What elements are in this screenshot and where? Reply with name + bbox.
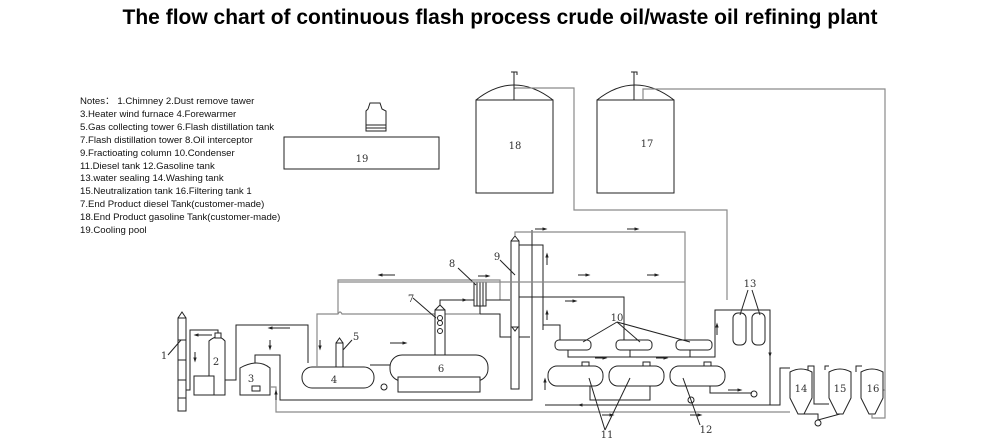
notes-legend: Notes： 1.Chimney 2.Dust remove tawer 3.H…: [80, 96, 280, 238]
pipe: [567, 309, 728, 358]
dust-remove-tower: 2: [193, 332, 226, 396]
end-product-gasoline-tank: 18: [475, 71, 554, 194]
note-line: 5.Gas collecting tower 6.Flash distillat…: [80, 121, 275, 133]
note-line: 19.Cooling pool: [80, 225, 147, 237]
pipe: [337, 279, 501, 314]
condenser: 10: [554, 313, 713, 351]
pipe: [709, 386, 752, 394]
label-1: 1: [161, 351, 167, 362]
label-15: 15: [834, 384, 847, 395]
forewarmer: 4: [301, 366, 375, 389]
pipe: [519, 296, 625, 340]
pipe: [480, 313, 530, 338]
water-sealing: 13: [732, 279, 766, 346]
fractionating-column: 9: [494, 235, 520, 390]
label-5: 5: [353, 332, 359, 343]
label-9: 9: [494, 252, 500, 263]
pipe: [770, 367, 790, 406]
note-line: 7.End Product diesel Tank(customer-made): [80, 199, 265, 211]
cooling-pool: 19: [283, 136, 440, 170]
pipe: [439, 299, 474, 305]
note-line: 7.Flash distillation tower 8.Oil interce…: [80, 134, 253, 146]
label-18: 18: [509, 141, 522, 152]
note-line: Notes： 1.Chimney 2.Dust remove tawer: [80, 96, 255, 107]
filtering-tank: 16: [860, 368, 884, 415]
note-line: 11.Diesel tank 12.Gasoline tank: [80, 160, 215, 172]
pump-icon: [750, 390, 758, 398]
pipe: [254, 230, 533, 401]
label-10: 10: [611, 313, 624, 324]
pipe: [514, 87, 728, 300]
diagram-title: The flow chart of continuous flash proce…: [122, 6, 878, 29]
pump-icon: [380, 383, 388, 391]
end-product-diesel-tank: 17: [596, 71, 675, 194]
label-14: 14: [795, 384, 808, 395]
cooling-tower-icon: [365, 102, 387, 132]
label-17: 17: [641, 139, 654, 150]
label-12: 12: [700, 425, 713, 436]
pump-icon: [814, 419, 822, 427]
note-line: 9.Fractioating column 10.Condenser: [80, 147, 235, 159]
pipe: [186, 329, 219, 391]
note-line: 18.End Product gasoline Tank(customer-ma…: [80, 212, 281, 224]
chimney: 1: [161, 311, 187, 412]
label-4: 4: [331, 375, 337, 386]
label-16: 16: [867, 384, 880, 395]
note-line: 15.Neutralization tank 16.Filtering tank…: [80, 186, 252, 198]
gasoline-tank: 12: [669, 361, 726, 436]
oil-interceptor: 8: [449, 259, 487, 307]
label-6: 6: [438, 364, 444, 375]
pipe: [855, 365, 862, 372]
pipe: [824, 365, 829, 370]
gas-collecting-tower: 5: [335, 332, 359, 368]
heater-wind-furnace: 3: [239, 362, 271, 396]
label-2: 2: [213, 357, 219, 368]
pipe: [519, 244, 544, 330]
label-8: 8: [449, 259, 455, 270]
flash-distillation-tower: 7: [408, 294, 446, 356]
label-13: 13: [744, 279, 757, 290]
note-line: 3.Heater wind furnace 4.Forewarmer: [80, 108, 237, 120]
label-3: 3: [248, 374, 254, 385]
diesel-tank: 11: [547, 361, 665, 441]
pump-icon: [687, 396, 695, 404]
flash-distillation-tank: 6: [389, 354, 489, 393]
pipe: [589, 386, 651, 401]
pipe: [543, 324, 561, 340]
label-11: 11: [601, 430, 614, 441]
label-19: 19: [356, 154, 369, 165]
note-line: 13.water sealing 14.Washing tank: [80, 173, 224, 185]
pipe: [514, 231, 686, 340]
label-7: 7: [408, 294, 414, 305]
neutralization-tank: 15: [828, 368, 852, 415]
pipe: [871, 390, 886, 419]
pipe: [727, 309, 771, 360]
pipe: [801, 413, 841, 421]
pipe: [225, 324, 309, 381]
washing-tank: 14: [789, 368, 813, 415]
pipe: [807, 365, 829, 405]
